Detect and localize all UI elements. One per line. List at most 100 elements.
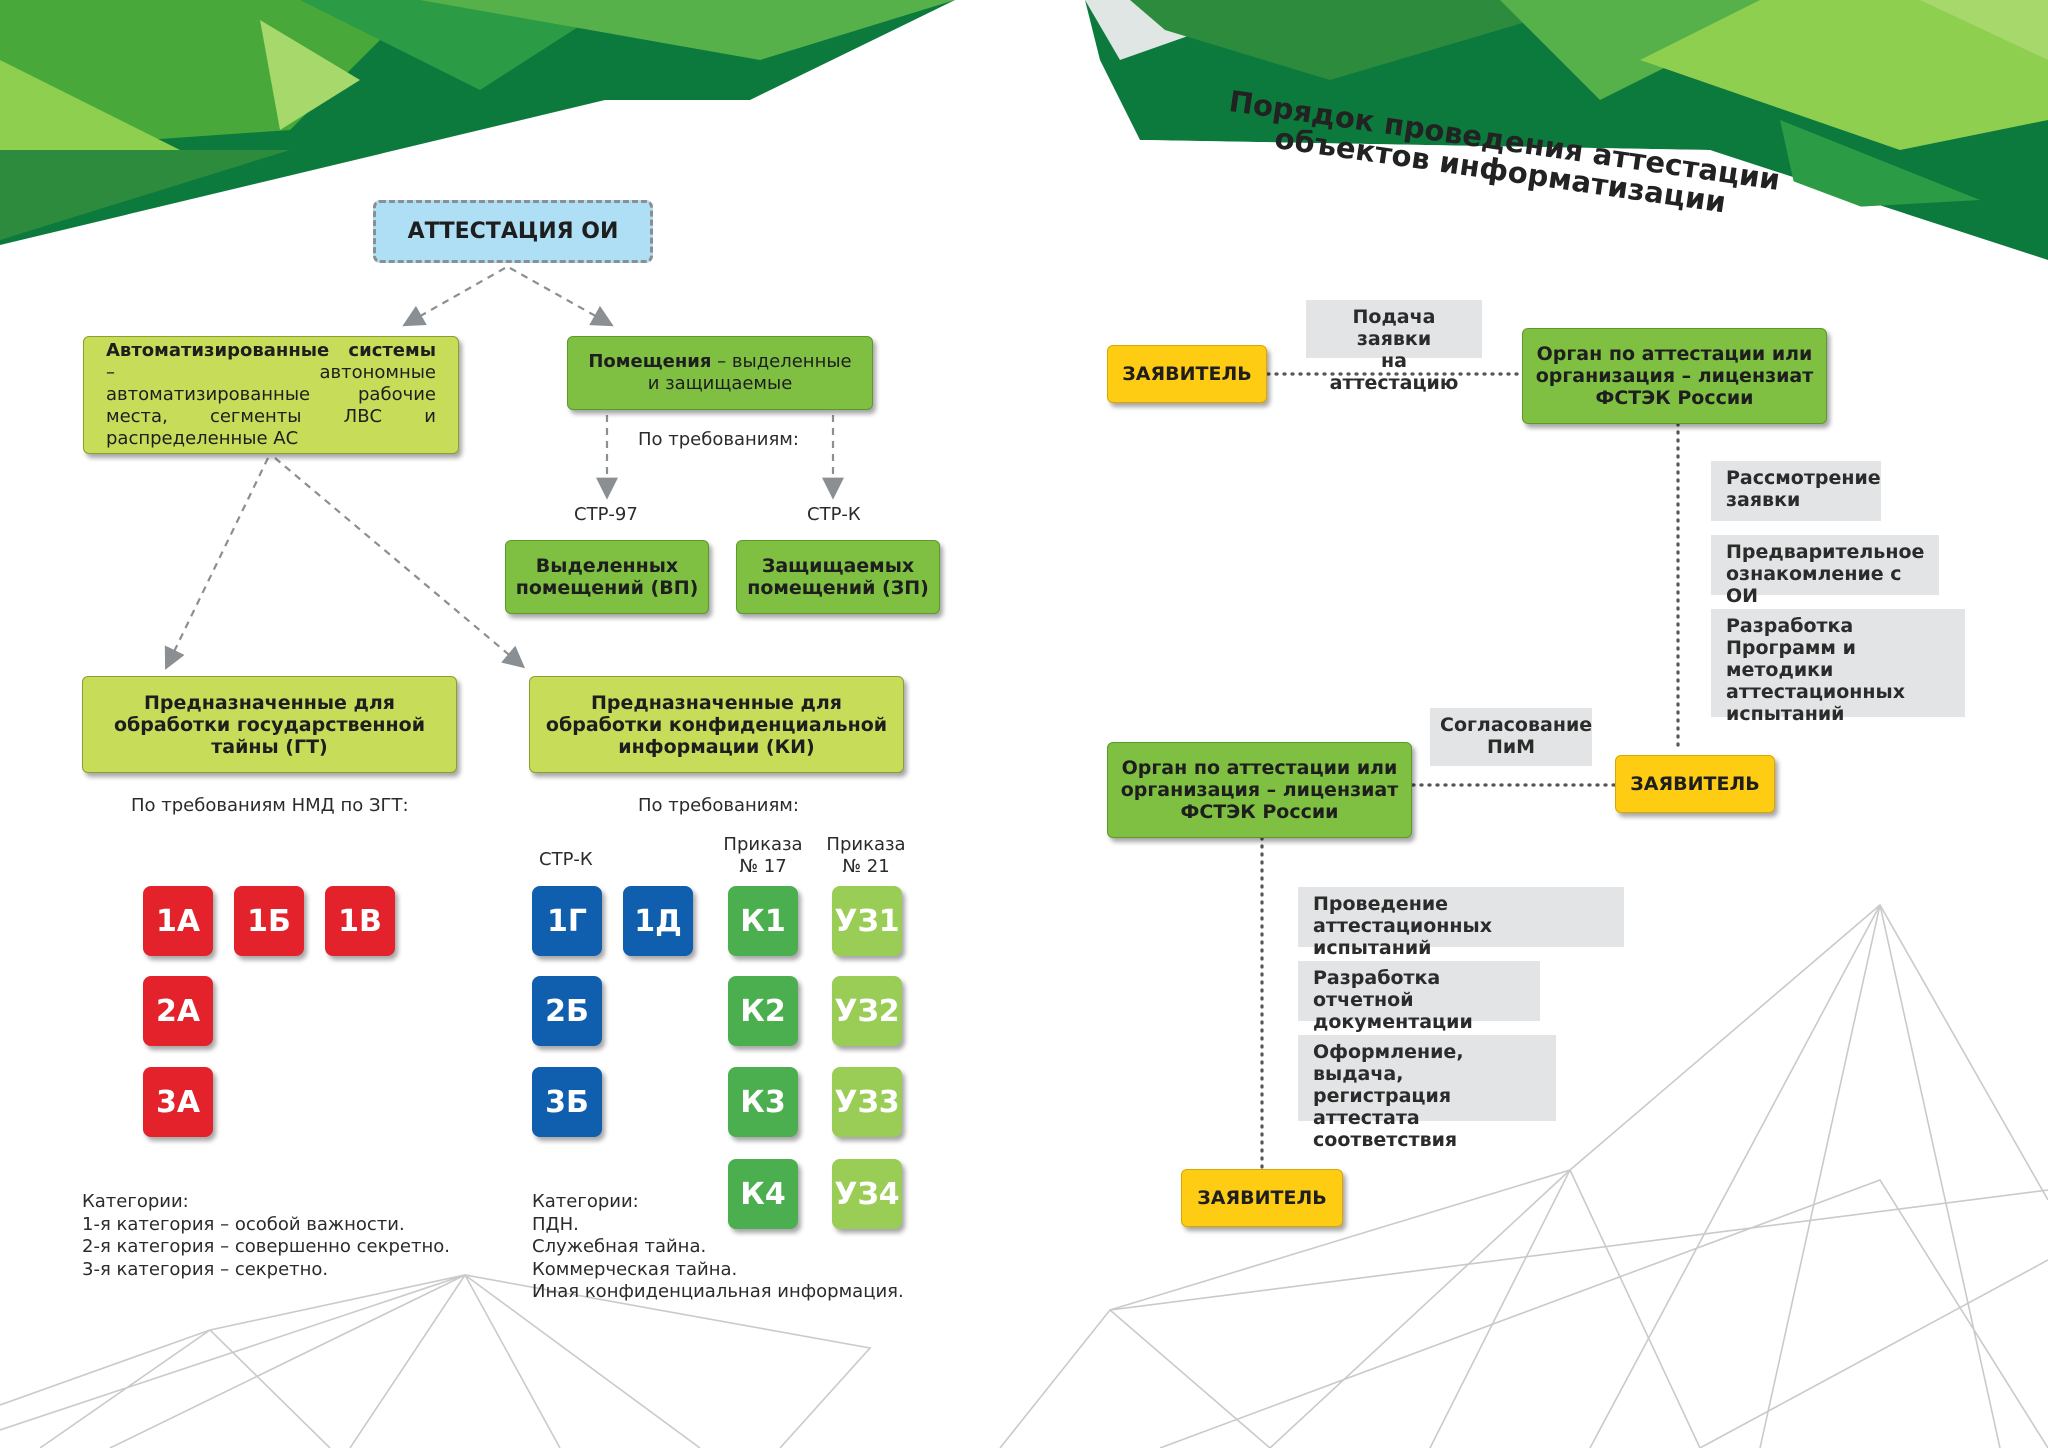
ki-categories-line: Категории: [532,1191,639,1212]
organ-line2: организация – лицензиат [1120,779,1399,801]
ki-line2: обработки конфиденциальной [545,713,888,736]
order17-line1: Приказа [723,834,803,855]
submit-line2: на аттестацию [1329,350,1459,394]
ki-categories-line: Коммерческая тайна. [532,1258,738,1280]
report-line2: документации [1313,1011,1473,1033]
issue-line3: соответствия [1313,1129,1458,1151]
submit-line1: Подача заявки [1352,306,1436,350]
automated-systems-desc: – автономные автоматизированные рабочие … [106,362,436,449]
rooms-desc-1: – выделенные [711,351,852,372]
review-application-step: Рассмотрение заявки [1711,461,1881,521]
program-line4: испытаний [1726,703,1845,725]
confidential-info-box: Предназначенные для обработки конфиденци… [529,676,904,773]
ki-categories: Категории: ПДН. Служебная тайна. Коммерч… [532,1191,904,1304]
root-attestation-box: АТТЕСТАЦИЯ ОИ [373,200,653,263]
class-badge: 1В [325,886,395,956]
report-line1: Разработка отчетной [1313,967,1441,1011]
organ-line1: Орган по аттестации или [1536,343,1813,365]
gt-categories-line: 2-я категория – совершенно секретно. [82,1236,450,1257]
zp-line2: помещений (ЗП) [747,577,929,599]
root-label: АТТЕСТАЦИЯ ОИ [407,218,619,244]
order17-line2: № 17 [739,856,787,877]
class-badge: УЗ3 [832,1067,902,1137]
report-step: Разработка отчетной документации [1298,961,1540,1033]
class-badge: К4 [728,1159,798,1229]
issue-line1: Оформление, выдача, [1313,1041,1464,1085]
order21-line2: № 21 [842,856,890,877]
class-badge: УЗ1 [832,886,902,956]
class-badge: УЗ4 [832,1159,902,1229]
approve-pim-step: Согласование ПиМ [1430,708,1592,766]
class-badge: К2 [728,976,798,1046]
class-badge: 3Б [532,1067,602,1137]
class-badge: 2Б [532,976,602,1046]
class-badge: 1Б [234,886,304,956]
str97-label: СТР-97 [574,504,638,525]
automated-systems-text: Автоматизированные системы – автономные … [106,340,436,450]
organ-line3: ФСТЭК России [1180,801,1339,823]
class-badge: 1Г [532,886,602,956]
order17-label: Приказа № 17 [720,834,806,878]
strk-classes-label: СТР-К [539,849,593,870]
protected-rooms-box: Защищаемых помещений (ЗП) [736,540,940,614]
applicant-box-1: ЗАЯВИТЕЛЬ [1107,345,1267,403]
issue-line2: регистрация аттестата [1313,1085,1452,1129]
ki-categories-line: Служебная тайна. [532,1236,707,1257]
review-line1: Рассмотрение [1726,467,1881,489]
ki-line3: информации (КИ) [618,735,815,758]
program-line2: Программ и методики [1726,637,1856,681]
gt-categories: Категории: 1-я категория – особой важнос… [82,1191,450,1281]
organ-line2: организация – лицензиат [1535,365,1814,387]
prelim-line1: Предварительное [1726,541,1925,563]
submit-application-step: Подача заявки на аттестацию [1306,300,1482,394]
gt-line3: тайны (ГТ) [211,735,328,758]
tests-line2: испытаний [1313,937,1432,959]
gt-requirements-label: По требованиям НМД по ЗГТ: [131,795,409,816]
dedicated-rooms-box: Выделенных помещений (ВП) [505,540,709,614]
prelim-line2: ознакомление с ОИ [1726,563,1902,607]
ki-requirements-label: По требованиям: [638,795,799,816]
gt-categories-line: 1-я категория – особой важности. [82,1213,405,1235]
zp-line1: Защищаемых [761,555,915,577]
rooms-line1: Помещения – выделенные [588,351,851,373]
automated-systems-box: Автоматизированные системы – автономные … [83,336,459,454]
attestation-body-box-2: Орган по аттестации или организация – ли… [1107,742,1412,838]
order21-line1: Приказа [826,834,906,855]
approve-line1: Согласование [1440,714,1593,736]
class-badge: 1А [143,886,213,956]
attestation-body-box-1: Орган по аттестации или организация – ли… [1522,328,1827,424]
organ-line1: Орган по аттестации или [1121,757,1398,779]
class-badge: К3 [728,1067,798,1137]
gt-categories-line: Категории: [82,1191,189,1212]
preliminary-review-step: Предварительное ознакомление с ОИ [1711,535,1939,607]
strk-label: СТР-К [807,504,861,525]
organ-line3: ФСТЭК России [1595,387,1754,409]
rooms-desc-2: и защищаемые [647,373,793,394]
class-badge: 1Д [623,886,693,956]
ki-categories-line: ПДН. [532,1213,579,1235]
class-badge: УЗ2 [832,976,902,1046]
applicant-label: ЗАЯВИТЕЛЬ [1197,1187,1327,1209]
program-development-step: Разработка Программ и методики аттестаци… [1711,609,1965,725]
certificate-issue-step: Оформление, выдача, регистрация аттестат… [1298,1035,1556,1151]
applicant-label: ЗАЯВИТЕЛЬ [1630,773,1760,795]
automated-systems-title: Автоматизированные системы [106,340,436,361]
rooms-box: Помещения – выделенные и защищаемые [567,336,873,410]
approve-line2: ПиМ [1486,736,1536,758]
rooms-requirements-label: По требованиям: [638,429,799,450]
applicant-label: ЗАЯВИТЕЛЬ [1122,363,1252,385]
vp-line1: Выделенных [535,555,679,577]
applicant-box-3: ЗАЯВИТЕЛЬ [1181,1169,1343,1227]
program-line1: Разработка [1726,615,1854,637]
gt-line2: обработки государственной [113,713,426,736]
tests-step: Проведение аттестационных испытаний [1298,887,1624,959]
applicant-box-2: ЗАЯВИТЕЛЬ [1615,755,1775,813]
program-line3: аттестационных [1726,681,1905,703]
class-badge: 3А [143,1067,213,1137]
gt-categories-line: 3-я категория – секретно. [82,1258,329,1280]
tests-line1: Проведение аттестационных [1313,893,1492,937]
review-line2: заявки [1726,489,1801,511]
state-secret-box: Предназначенные для обработки государств… [82,676,457,773]
order21-label: Приказа № 21 [823,834,909,878]
